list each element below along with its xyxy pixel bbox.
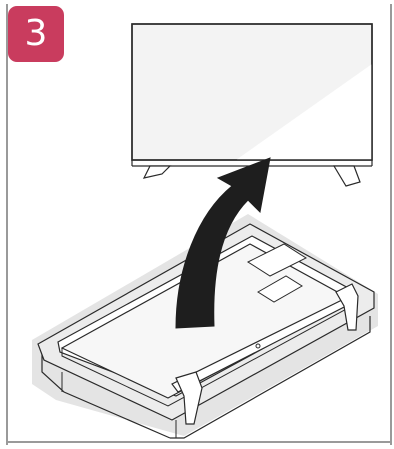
tv-foot-left	[144, 166, 170, 178]
tv-foot-right	[334, 166, 360, 186]
tv-icon	[132, 24, 372, 186]
stand-screw	[256, 344, 260, 348]
